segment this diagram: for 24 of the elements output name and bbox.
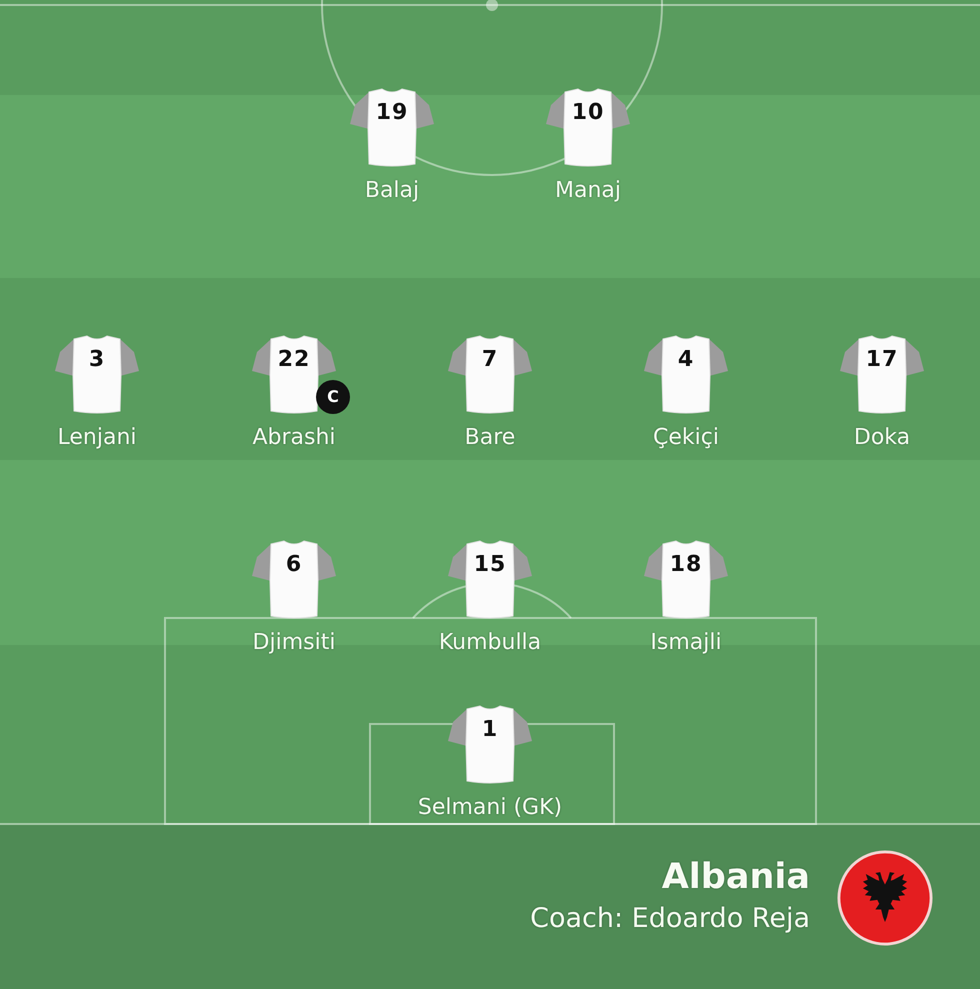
player-name: Bare	[464, 425, 516, 451]
player-name: Kumbulla	[438, 630, 542, 656]
shirt-number: 15	[474, 553, 506, 577]
shirt-number: 4	[678, 348, 694, 372]
player-name: Abrashi	[252, 425, 336, 451]
shirt-number: 19	[376, 101, 408, 125]
shirt-number: 6	[286, 553, 302, 577]
player-name: Djimsiti	[252, 630, 336, 656]
player-name: Balaj	[364, 178, 420, 204]
team-name: Albania	[662, 857, 810, 897]
player-name: Ismajli	[650, 630, 722, 656]
shirt-number: 7	[482, 348, 498, 372]
coach-name: Coach: Edoardo Reja	[530, 903, 810, 935]
player-name: Manaj	[555, 178, 621, 204]
player-name: Doka	[854, 425, 910, 451]
shirt-number: 18	[670, 553, 702, 577]
shirt-number: 1	[482, 718, 498, 742]
player-name: Lenjani	[58, 425, 136, 451]
shirt-number: 22	[278, 348, 310, 372]
player-name: Çekiçi	[653, 425, 719, 451]
player-name: Selmani (GK)	[418, 795, 562, 821]
shirt-number: 10	[572, 101, 604, 125]
shirt-number: 17	[866, 348, 898, 372]
shirt-number: 3	[88, 348, 106, 372]
